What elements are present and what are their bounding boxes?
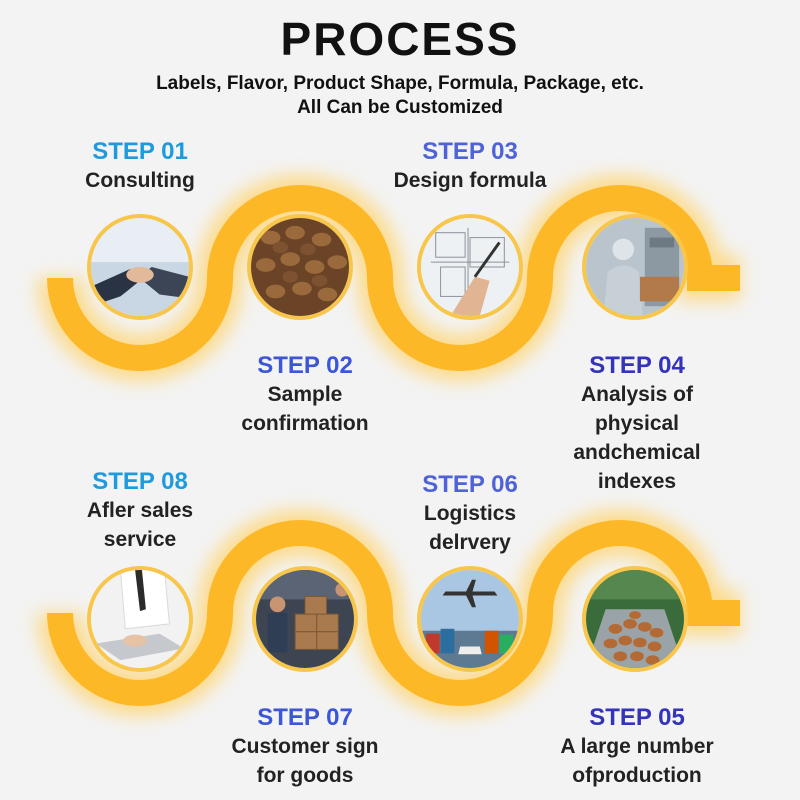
step-05-desc-line-1: A large number (560, 735, 714, 758)
step-02: STEP 02 Sample confirmation (185, 352, 425, 438)
step-08-number: STEP 08 (92, 468, 188, 495)
airplane-port-icon (417, 566, 523, 672)
step-01: STEP 01 Consulting (20, 138, 260, 195)
step-06-desc-line-1: Logistics (423, 502, 517, 525)
step-04-desc-line-1: Analysis of (580, 383, 694, 406)
step-03: STEP 03 Design formula (350, 138, 590, 195)
step-05-desc-line-2: ofproduction (572, 764, 702, 787)
step-04-desc-line-4: indexes (597, 470, 677, 493)
step-08-desc-line-1: Afler sales (86, 499, 194, 522)
step-04-number: STEP 04 (589, 352, 685, 379)
delivery-boxes-icon (252, 566, 358, 672)
blueprint-drawing-icon (417, 214, 523, 320)
step-02-desc-line-1: Sample (267, 383, 343, 406)
step-06-number: STEP 06 (422, 471, 518, 498)
page-subtitle: Labels, Flavor, Product Shape, Formula, … (0, 72, 800, 120)
step-04-desc-line-3: andchemical (573, 441, 701, 464)
step-01-desc-line-1: Consulting (85, 169, 195, 192)
step-04-desc-line-2: physical (594, 412, 680, 435)
step-05-number: STEP 05 (589, 704, 685, 731)
lab-worker-icon (582, 214, 688, 320)
subtitle-line-2: All Can be Customized (297, 97, 503, 118)
step-08-desc-line-2: service (103, 528, 177, 551)
handshake-icon (87, 214, 193, 320)
step-07: STEP 07 Customer sign for goods (185, 704, 425, 790)
step-06: STEP 06 Logistics delrvery (350, 471, 590, 557)
step-02-number: STEP 02 (257, 352, 353, 379)
step-05: STEP 05 A large number ofproduction (517, 704, 757, 790)
page-title: PROCESS (280, 13, 520, 65)
pet-food-kibble-icon (247, 214, 353, 320)
step-03-desc-line-1: Design formula (393, 169, 547, 192)
step-03-number: STEP 03 (422, 138, 518, 165)
production-conveyor-icon (582, 566, 688, 672)
wave-ribbon-top (37, 175, 740, 381)
step-04: STEP 04 Analysis of physical andchemical… (517, 352, 757, 496)
step-02-desc-line-2: confirmation (241, 412, 369, 435)
step-06-desc-line-2: delrvery (429, 531, 511, 554)
wave-ribbon-bottom (37, 510, 740, 716)
step-07-desc-line-1: Customer sign (231, 735, 379, 758)
step-01-number: STEP 01 (92, 138, 188, 165)
subtitle-line-1: Labels, Flavor, Product Shape, Formula, … (156, 73, 644, 94)
step-08: STEP 08 Afler sales service (20, 468, 260, 554)
step-07-number: STEP 07 (257, 704, 353, 731)
step-07-desc-line-2: for goods (256, 764, 354, 787)
laptop-service-icon (87, 566, 193, 672)
